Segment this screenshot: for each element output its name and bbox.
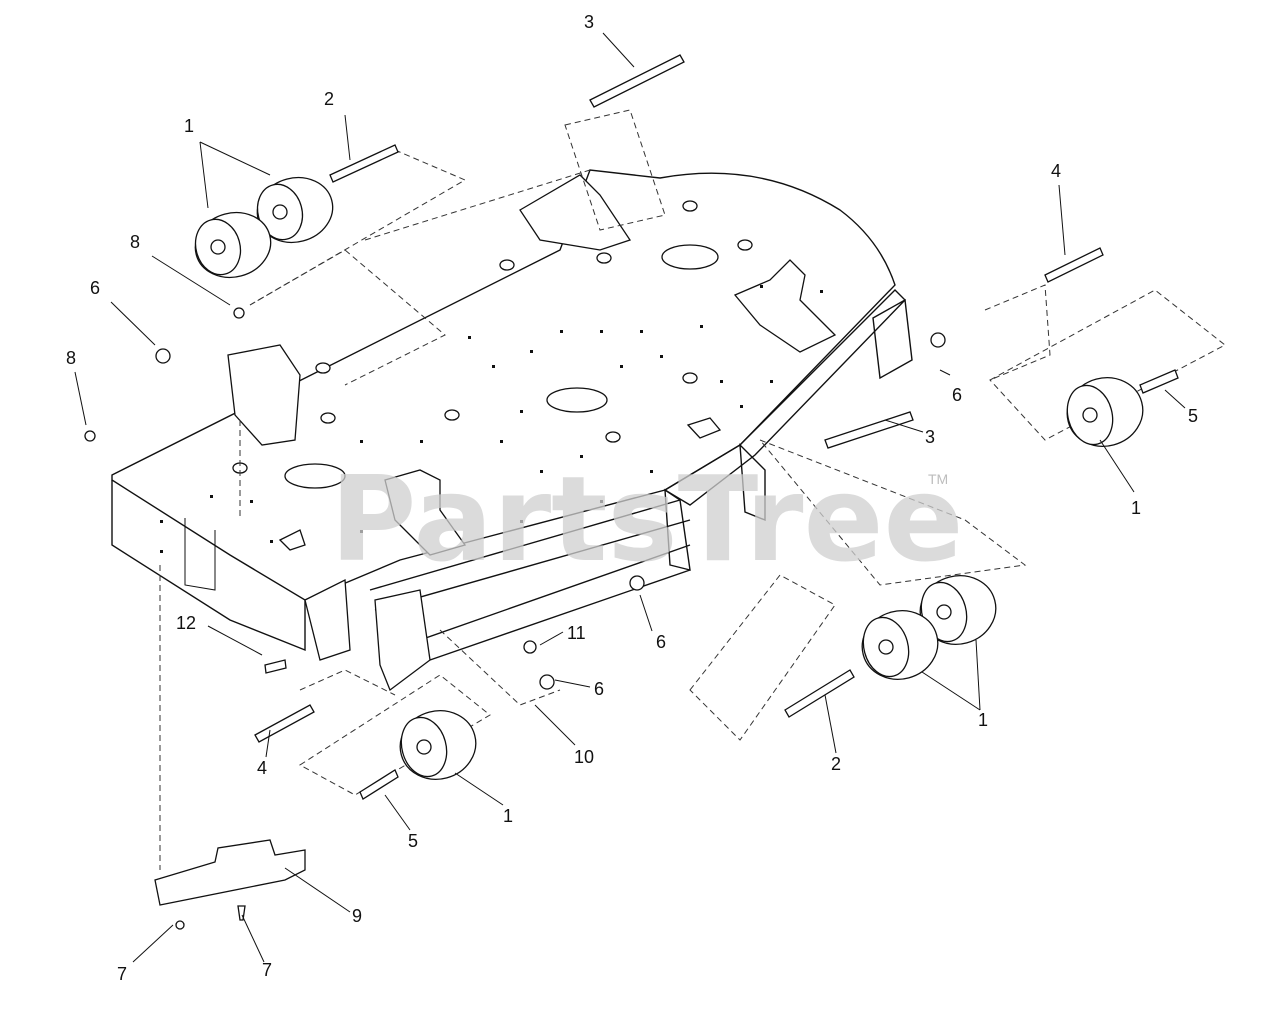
discharge-shield xyxy=(154,839,306,906)
callout-2: 2 xyxy=(324,89,334,109)
nut xyxy=(233,307,245,319)
bolt xyxy=(254,704,315,743)
callout-7: 7 xyxy=(262,960,272,980)
screw xyxy=(175,920,185,930)
bolt xyxy=(1044,247,1104,283)
callout-1: 1 xyxy=(978,710,988,730)
anti-scalp-wheel xyxy=(194,211,272,279)
callout-4: 4 xyxy=(1051,161,1061,181)
nut xyxy=(155,348,171,364)
callout-5: 5 xyxy=(408,831,418,851)
watermark: PartsTree TM xyxy=(330,450,964,588)
callout-3: 3 xyxy=(925,427,935,447)
callout-3: 3 xyxy=(584,12,594,32)
nut xyxy=(84,430,96,442)
callout-6: 6 xyxy=(952,385,962,405)
bolt xyxy=(264,659,287,674)
bolt xyxy=(824,411,914,449)
anti-scalp-wheel xyxy=(919,575,997,645)
nut xyxy=(629,575,645,591)
screw xyxy=(237,905,246,921)
callout-6: 6 xyxy=(90,278,100,298)
callouts: 1 2 3 4 8 6 8 6 5 3 1 6 12 11 6 10 4 2 1… xyxy=(66,12,1198,984)
nut xyxy=(930,332,946,348)
parts xyxy=(84,54,1179,930)
bolt xyxy=(589,54,685,108)
callout-10: 10 xyxy=(574,747,594,767)
nut xyxy=(539,674,555,690)
callout-9: 9 xyxy=(352,906,362,926)
callout-1: 1 xyxy=(1131,498,1141,518)
nut xyxy=(523,640,537,654)
spacer xyxy=(359,769,399,800)
callout-6: 6 xyxy=(656,632,666,652)
callout-6: 6 xyxy=(594,679,604,699)
leader-lines xyxy=(74,32,1186,963)
mower-deck xyxy=(111,169,913,692)
anti-scalp-wheel xyxy=(399,710,477,780)
spacer xyxy=(1139,369,1179,394)
callout-12: 12 xyxy=(176,613,196,633)
anti-scalp-wheel xyxy=(861,610,939,680)
anti-scalp-wheel xyxy=(1066,377,1144,447)
callout-1: 1 xyxy=(184,116,194,136)
wheel-axle xyxy=(329,144,399,183)
callout-5: 5 xyxy=(1188,406,1198,426)
callout-1: 1 xyxy=(503,806,513,826)
watermark-brand: PartsTree xyxy=(330,450,964,588)
callout-8: 8 xyxy=(66,348,76,368)
callout-4: 4 xyxy=(257,758,267,778)
anti-scalp-wheel xyxy=(256,176,334,244)
watermark-trademark: TM xyxy=(928,471,948,487)
callout-11: 11 xyxy=(567,623,586,643)
callout-2: 2 xyxy=(831,754,841,774)
wheel-axle xyxy=(784,669,855,718)
callout-7: 7 xyxy=(117,964,127,984)
deck-holes xyxy=(160,285,823,553)
assembly-lines xyxy=(159,109,1226,870)
callout-8: 8 xyxy=(130,232,140,252)
